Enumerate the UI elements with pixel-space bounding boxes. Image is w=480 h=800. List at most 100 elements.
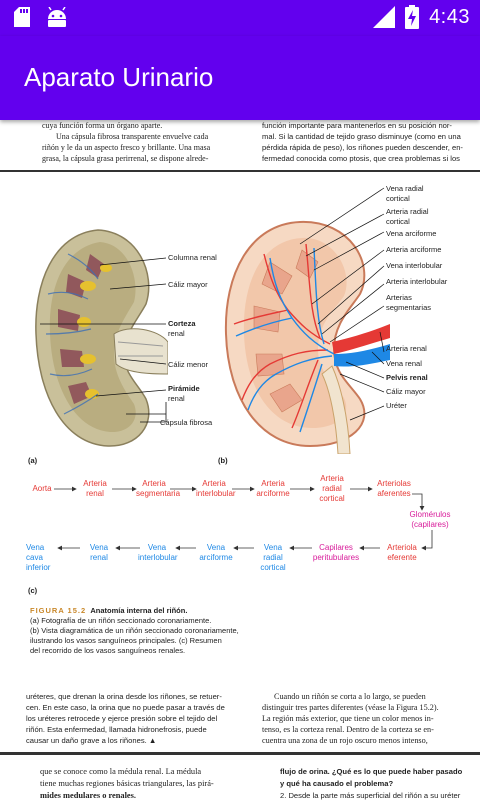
flow-text-line: renal: [90, 553, 108, 562]
flow-text-line: Vena: [89, 543, 109, 552]
battery-charging-icon: [405, 5, 420, 29]
flow-text-line: peritubulares: [312, 553, 360, 562]
kidney-vessel-diagram: [224, 220, 390, 454]
flow-text-line: Vena: [206, 543, 226, 552]
text-line: Cuando un riñón se corta a lo largo, se …: [274, 692, 426, 701]
flow-text-line: cava: [26, 553, 43, 562]
figure-caption: FIGURA 15.2 Anatomía interna del riñón. …: [30, 606, 260, 656]
flow-text-line: Vena: [263, 543, 283, 552]
figure-tag-a: (a): [28, 456, 38, 465]
text-line: cuya función forma un órgano aparte.: [42, 121, 163, 130]
label-line: Corteza: [168, 319, 196, 328]
figure-number: FIGURA 15.2: [30, 606, 87, 615]
text-line: que se conoce como la médula renal. La m…: [40, 767, 202, 776]
flow-text-line: renal: [86, 489, 104, 498]
text-top-right: función importante para mantenerlos en s…: [262, 120, 472, 164]
flow-text-line: radial: [263, 553, 283, 562]
flow-text-line: interlobular: [196, 489, 236, 498]
text-line: pérdida rápida de peso), los riñones pue…: [262, 143, 463, 152]
flow-text-line: cortical: [260, 563, 286, 572]
flow-text-line: segmentaria: [136, 489, 181, 498]
flow-arrows: [54, 486, 433, 551]
label-line: renal: [168, 329, 185, 338]
text-line: cen. En este caso, la orina que no puede…: [26, 703, 225, 712]
flow-text-line: cortical: [319, 494, 345, 503]
label-pelvis-renal: Pelvis renal: [386, 373, 428, 382]
text-line: y qué ha causado el problema?: [280, 779, 394, 788]
caption-line: del recorrido de los vasos sanguíneos re…: [30, 646, 186, 655]
text-next-page-left: que se conoce como la médula renal. La m…: [40, 766, 260, 800]
label-columna-renal: Columna renal: [168, 253, 217, 262]
label-line: Pirámide: [168, 384, 200, 393]
label-caliz-mayor-b: Cáliz mayor: [386, 387, 426, 396]
signal-icon: [373, 6, 396, 28]
app-title: Aparato Urinario: [24, 62, 214, 92]
flow-text-line: Capilares: [319, 543, 353, 552]
label-arteria-renal: Arteria renal: [386, 344, 427, 353]
text-line: fermedad conocida como ptosis, que crea …: [262, 154, 460, 163]
page-break: [0, 752, 480, 755]
caption-heading: FIGURA 15.2 Anatomía interna del riñón.: [30, 606, 260, 616]
label-capsula-fibrosa: Cápsula fibrosa: [160, 418, 213, 427]
status-bar: 4:43: [0, 0, 480, 36]
label-arteria-radial-cortical: Arteria radial cortical: [386, 207, 429, 227]
text-line: mides medulares o renales.: [40, 791, 136, 800]
leaders-b: [299, 187, 385, 421]
label-line: cortical: [386, 217, 410, 226]
figure-tag-b: (b): [218, 456, 228, 465]
text-top-left: cuya función forma un órgano aparte. Una…: [42, 120, 252, 164]
text-line: cuentra una zona de un rojo oscuro menos…: [262, 736, 428, 745]
label-vena-radial-cortical: Vena radial cortical: [386, 184, 424, 204]
app-bar: Aparato Urinario: [0, 36, 480, 120]
flow-text: Aorta: [32, 484, 52, 493]
text-line: mal. Si la cantidad de tejido graso dism…: [262, 132, 461, 141]
flow-text-line: Arteria: [202, 479, 226, 488]
text-bottom-left: uréteres, que drenan la orina desde los …: [26, 691, 240, 746]
caption-line: (a) Fotografía de un riñón seccionado co…: [30, 616, 212, 625]
flow-aorta: Aorta: [28, 484, 56, 494]
text-line: Una cápsula fibrosa transparente envuelv…: [56, 132, 209, 141]
flow-text-line: Arteria: [261, 479, 285, 488]
flow-text-line: radial: [322, 484, 342, 493]
figure-tag-c: (c): [28, 586, 38, 595]
figure-15-2: Columna renal Cáliz mayor Corteza renal …: [0, 174, 480, 754]
android-icon: [48, 7, 66, 27]
flow-text-line: eferente: [387, 553, 417, 562]
flow-text-line: Vena: [26, 543, 45, 552]
flow-text-line: arciforme: [256, 489, 290, 498]
document-page[interactable]: cuya función forma un órgano aparte. Una…: [0, 120, 480, 800]
status-right-icons: 4:43: [373, 5, 470, 29]
label-piramide-renal: Pirámide renal: [168, 384, 200, 404]
divider-top: [0, 170, 480, 172]
flow-text-line: Arteria: [142, 479, 166, 488]
text-line: función importante para mantenerlos en s…: [262, 121, 452, 130]
flow-text-line: Arteria: [83, 479, 107, 488]
label-line: Arteria radial: [386, 207, 429, 216]
text-line: uréteres, que drenan la orina desde los …: [26, 692, 222, 701]
flow-text-line: Arteriola: [387, 543, 417, 552]
label-line: Vena radial: [386, 184, 424, 193]
text-line: tenso, es la corteza renal. Dentro de la…: [262, 725, 434, 734]
status-clock: 4:43: [429, 5, 470, 28]
flow-glomerulos: Glomérulos(capilares): [404, 510, 456, 530]
caption-line: (b) Vista diagramática de un riñón secci…: [30, 626, 239, 635]
text-line: tiene muchas regiones básicas triangular…: [40, 779, 214, 788]
text-line: flujo de orina. ¿Qué es lo que puede hab…: [280, 767, 463, 776]
label-vena-renal: Vena renal: [386, 359, 422, 368]
label-line: renal: [168, 394, 185, 403]
flow-text-line: aferentes: [377, 489, 411, 498]
text-line: los uréteres retrocede y ejerce presión …: [26, 714, 218, 723]
flow-text-line: Arteriolas: [377, 479, 411, 488]
label-vena-interlobular: Vena interlobular: [386, 261, 443, 270]
